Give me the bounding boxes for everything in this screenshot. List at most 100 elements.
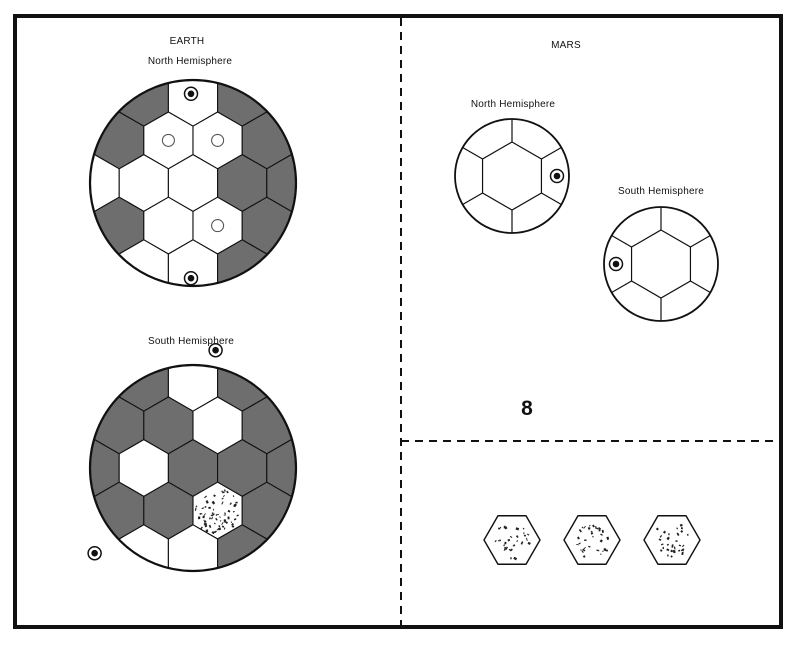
- speckled-hex-tile-icon[interactable]: [637, 504, 707, 577]
- hex-cell: [267, 610, 316, 645]
- hex-cell: [267, 325, 316, 382]
- mars-south-label: South Hemisphere: [617, 186, 705, 197]
- speckle-mark: [523, 534, 527, 537]
- speckled-hex-tile-icon[interactable]: [557, 504, 627, 577]
- hex-cell: [21, 69, 70, 126]
- speckle-mark: [217, 527, 222, 531]
- hex-cell: [0, 312, 45, 369]
- speckle-mark: [592, 535, 594, 538]
- speckle-mark: [231, 525, 235, 528]
- hex-cell: [0, 269, 21, 326]
- hex-cell: [390, 197, 439, 254]
- hex-cell: [365, 325, 414, 382]
- speckle-mark: [215, 514, 218, 516]
- hex-cell: [0, 397, 45, 454]
- hemisphere-outline: [88, 363, 298, 573]
- speckle-mark: [658, 538, 662, 541]
- speckle-mark: [215, 517, 218, 521]
- speckle-mark: [680, 529, 684, 533]
- speckle-mark: [232, 495, 235, 497]
- speckle-mark: [673, 550, 676, 554]
- tile-outline: [483, 515, 541, 565]
- speckle-mark: [212, 508, 215, 511]
- speckle-mark: [219, 520, 222, 522]
- hex-cell: [341, 27, 390, 84]
- earth-title: EARTH: [169, 36, 205, 47]
- hex-cell: [90, 80, 120, 127]
- hex-cell: [365, 610, 414, 645]
- speckled-hex-tile-icon[interactable]: [477, 504, 547, 577]
- hex-cell: [365, 440, 414, 497]
- speckle-mark: [211, 516, 214, 520]
- hex-cell: [365, 269, 414, 326]
- speckle-mark: [590, 532, 594, 535]
- speckle-mark: [680, 527, 683, 530]
- speckle-mark: [662, 530, 667, 534]
- speckle-mark: [587, 527, 591, 530]
- speckle-mark: [580, 549, 582, 551]
- hex-cell: [341, 312, 390, 369]
- speckle-mark: [666, 536, 670, 541]
- speckle-mark: [671, 544, 674, 548]
- open-circle-icon: [211, 219, 225, 233]
- speckle-mark: [226, 490, 229, 494]
- sector-divider: [541, 146, 562, 160]
- speckle-mark: [582, 546, 586, 550]
- speckle-mark: [509, 548, 513, 552]
- speckle-mark: [213, 494, 216, 498]
- speckle-mark: [686, 533, 689, 536]
- speckle-mark: [520, 541, 524, 545]
- speckle-mark: [203, 522, 208, 526]
- speckle-mark: [581, 550, 584, 553]
- speckle-mark: [523, 532, 525, 534]
- speckle-mark: [660, 543, 664, 546]
- hex-cell: [70, 325, 119, 382]
- hex-cell: [0, 27, 45, 84]
- speckle-mark: [208, 524, 212, 528]
- hex-cell: [316, 69, 365, 126]
- hex-cell: [390, 397, 439, 454]
- hex-cell: [316, 440, 365, 497]
- hex-cell: [390, 312, 439, 369]
- speckle-mark: [503, 525, 506, 529]
- hex-cell: [90, 481, 96, 540]
- speckle-mark: [679, 523, 683, 527]
- hex-cell: [290, 196, 296, 255]
- speckle-mark: [204, 524, 208, 528]
- hex-cell: [390, 567, 439, 624]
- speckle-mark: [668, 533, 670, 536]
- speckle-mark: [213, 522, 216, 525]
- speckle-mark: [576, 544, 579, 546]
- hex-cell: [341, 282, 390, 339]
- speckle-mark: [510, 557, 512, 560]
- panel-number: 8: [521, 397, 533, 420]
- speckle-mark: [227, 509, 231, 513]
- speckle-mark: [602, 550, 604, 552]
- speckle-mark: [592, 524, 595, 528]
- hex-cell: [90, 196, 96, 255]
- speckle-mark: [235, 501, 238, 504]
- speckle-mark: [499, 526, 502, 529]
- hex-cell: [241, 566, 292, 571]
- speckle-mark: [223, 519, 227, 522]
- hex-cell: [168, 610, 217, 645]
- speckle-mark: [504, 541, 507, 545]
- speckle-mark: [606, 536, 610, 540]
- hex-cell: [0, 197, 45, 254]
- speckle-mark: [512, 544, 515, 547]
- mars-title: MARS: [551, 40, 581, 51]
- hex-cell: [94, 566, 145, 571]
- hex-cell: [0, 112, 45, 169]
- speckle-mark: [594, 526, 598, 530]
- speckle-mark: [676, 532, 680, 536]
- sector-divider: [690, 234, 711, 248]
- hex-cell: [90, 239, 120, 286]
- speckle-mark: [223, 489, 226, 492]
- hex-cell: [290, 365, 296, 370]
- hex-cell: [266, 365, 296, 412]
- hex-cell: [266, 80, 296, 127]
- hex-cell: [21, 269, 70, 326]
- speckle-mark: [513, 545, 516, 547]
- speckle-mark: [203, 513, 206, 517]
- hex-cell: [316, 269, 365, 326]
